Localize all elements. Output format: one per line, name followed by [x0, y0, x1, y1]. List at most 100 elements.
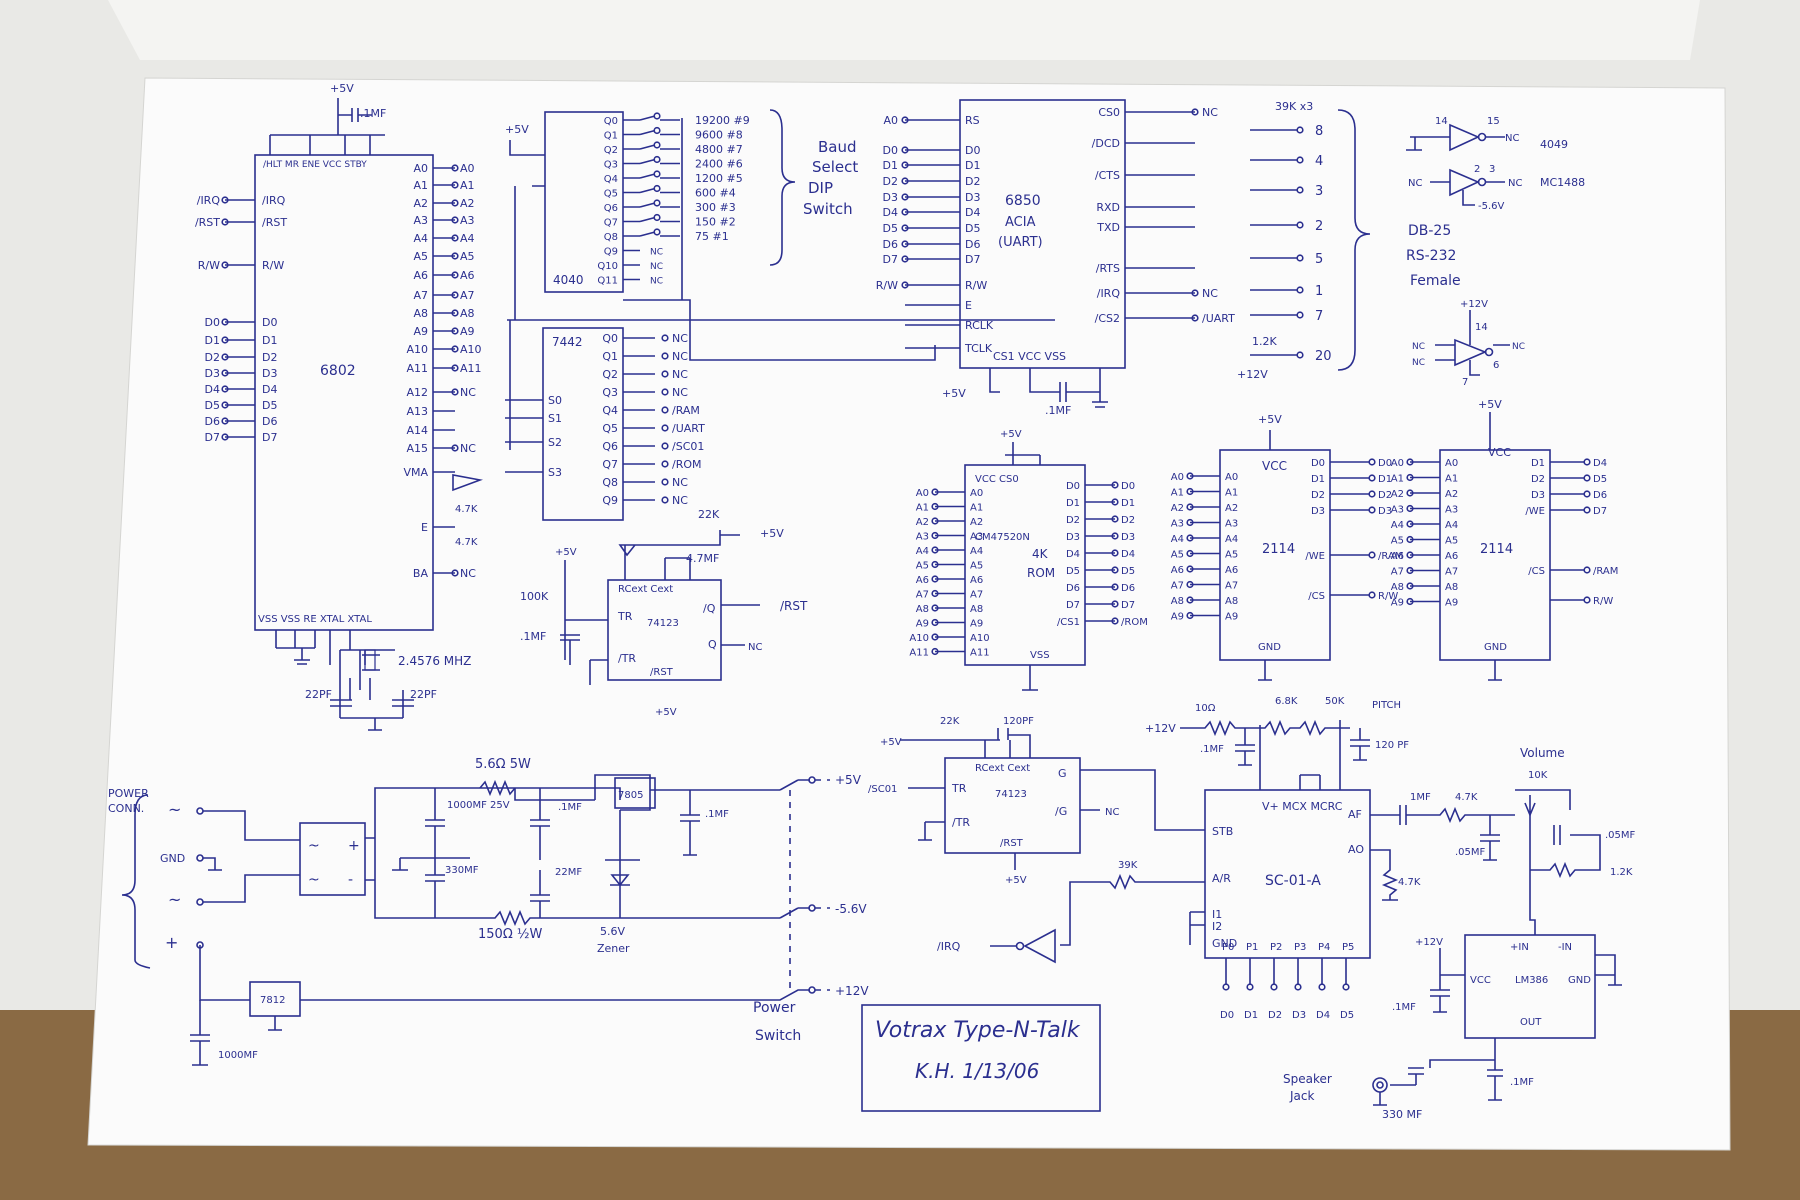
os2-pin-rc: RCext Cext	[975, 763, 1030, 774]
rom-left-terminal	[931, 589, 939, 598]
dip-terminal	[653, 184, 661, 193]
decoder-out-pin: Q8	[602, 476, 618, 489]
cpu-right-terminal	[451, 364, 459, 372]
counter-nc: NC	[650, 277, 663, 287]
os2-supply: +5V	[1005, 875, 1027, 886]
cpu-right-pin: A6	[413, 269, 428, 282]
acia-left-pin: TCLK	[964, 342, 993, 355]
acia-left-terminal	[901, 281, 909, 289]
ram1-right-terminal	[1368, 551, 1376, 559]
acia-left-terminal	[901, 224, 909, 232]
amp-c-in: 1MF	[1410, 792, 1431, 803]
ram1-left-terminal	[1186, 503, 1194, 511]
ram1-left-pin: A1	[1225, 488, 1238, 499]
acia-left-terminal	[901, 161, 909, 169]
cpu-right-pin: E	[421, 521, 428, 534]
rom-sub: 4K	[1032, 547, 1049, 561]
votrax-r50: 50K	[1325, 696, 1345, 707]
votrax-stb: STB	[1212, 825, 1233, 838]
decoder-terminal	[661, 478, 669, 486]
ram1-left-pin: A6	[1225, 565, 1238, 576]
votrax-bottom-pin: P0	[1222, 942, 1234, 953]
rom-name: CM47520N	[975, 532, 1030, 543]
os1-pin-tr: TR	[617, 610, 633, 623]
power-conn-label-1: POWER	[108, 787, 149, 800]
rs232-pin-number: 20	[1315, 349, 1332, 364]
cpu-right-ext: A9	[460, 325, 475, 338]
dip-terminal	[653, 213, 661, 222]
ram2-right-terminal	[1583, 458, 1591, 466]
cpu-right-terminal	[451, 309, 459, 317]
legend-g2-chip: MC1488	[1540, 176, 1585, 189]
power-switch-2: Switch	[755, 1028, 801, 1044]
crystal-cap2: 22PF	[410, 688, 437, 701]
acia-left-ext: D7	[883, 253, 898, 266]
rom-left-terminal	[931, 575, 939, 583]
rs232-terminal	[1296, 351, 1304, 359]
rom-right-ext: D4	[1121, 549, 1135, 560]
votrax-bottom-pin: P2	[1270, 942, 1282, 953]
votrax-r10: 10Ω	[1195, 703, 1216, 714]
acia-bottom-pins: CS1 VCC VSS	[993, 350, 1066, 363]
cpu-right-pin: A2	[413, 197, 428, 210]
votrax-bottom-ext: D4	[1316, 1010, 1330, 1021]
cpu-left-pin: D5	[262, 399, 277, 412]
cpu-right-terminal	[451, 345, 459, 353]
os2-in: /SC01	[868, 784, 897, 795]
acia-6850: 6850 ACIA (UART) CS1 VCC VSS RSA0D0D0D1D…	[876, 99, 1313, 417]
cpu-right-pin: A12	[406, 386, 428, 399]
ram1-left-pin: A0	[1225, 472, 1238, 483]
ram2-left-terminal	[1406, 489, 1414, 497]
dip-switch	[639, 144, 656, 150]
amp-c05a: .05MF	[1455, 847, 1486, 858]
counter-pin: Q6	[604, 203, 618, 214]
amp-pin-nin: -IN	[1558, 942, 1572, 953]
legend-g2-pin-b: 3	[1489, 164, 1495, 175]
os2-chip-name: 74123	[995, 789, 1027, 800]
cpu-left-terminal	[221, 336, 229, 344]
cpu-left-pin: D4	[262, 383, 277, 396]
amp-pin-gnd: GND	[1568, 975, 1591, 986]
schematic: /HLT MR ENE VCC STBY VSS VSS RE XTAL XTA…	[108, 82, 1636, 1121]
votrax-bottom-ext: D0	[1220, 1010, 1234, 1021]
rom-right-ext: D6	[1121, 583, 1135, 594]
cpu-right-pin: A1	[413, 179, 428, 192]
ram2-left-ext: A2	[1391, 489, 1404, 500]
ram-2114-a: VCC 2114 GND +5V A0A0A1A1A2A2A3A3A4A4A5A…	[1171, 413, 1403, 681]
cpu-right-ext: NC	[460, 442, 476, 455]
notebook-fold	[108, 0, 1700, 60]
rom-right-pin: D2	[1066, 515, 1080, 526]
ram2-bottom: GND	[1484, 642, 1507, 653]
ram2-left-pin: A2	[1445, 489, 1458, 500]
ram1-left-ext: A6	[1171, 565, 1184, 576]
os1-chip-name: 74123	[647, 618, 679, 629]
ram2-left-ext: A1	[1391, 474, 1404, 485]
decoder-out-label: /SC01	[672, 440, 704, 453]
acia-left-pin: E	[965, 299, 972, 312]
rom-left-terminal	[931, 517, 939, 525]
ram2-left-pin: A8	[1445, 582, 1458, 593]
cpu-top-pins: /HLT MR ENE VCC STBY	[263, 160, 367, 170]
ram1-right-pin: /CS	[1308, 591, 1325, 602]
acia-right-pin: /CS2	[1095, 312, 1120, 325]
rom-left-ext: A4	[916, 546, 929, 557]
decoder-out-label: NC	[672, 476, 688, 489]
legend-g3-nc-3: NC	[1512, 342, 1525, 352]
power-c2: 330MF	[445, 865, 479, 876]
os2-pin-ng: /G	[1055, 805, 1067, 818]
counter-pin: Q3	[604, 160, 618, 171]
cpu-left-pin: D3	[262, 367, 277, 380]
cpu-right-ext: NC	[460, 386, 476, 399]
ram1-left-pin: A7	[1225, 581, 1238, 592]
cpu-left-terminal	[221, 318, 229, 326]
rom-left-terminal	[931, 560, 939, 569]
ram2-right-ext: D5	[1593, 474, 1607, 485]
ram-2114-b: VCC 2114 GND +5V A0A0A1A1A2A2A3A3A4A4A5A…	[1391, 398, 1618, 681]
rom-left-pin: A7	[970, 590, 983, 601]
ram1-right-ext: D3	[1378, 506, 1392, 517]
cpu-6802: /HLT MR ENE VCC STBY VSS VSS RE XTAL XTA…	[195, 82, 484, 731]
decoder-terminal	[661, 406, 669, 414]
ram1-name: 2114	[1262, 542, 1295, 557]
gate-legend: 14 15 NC 4049 NC 2 3 NC MC1488 -5.6V +12…	[1406, 116, 1585, 388]
rs232-terminal	[1296, 186, 1304, 194]
